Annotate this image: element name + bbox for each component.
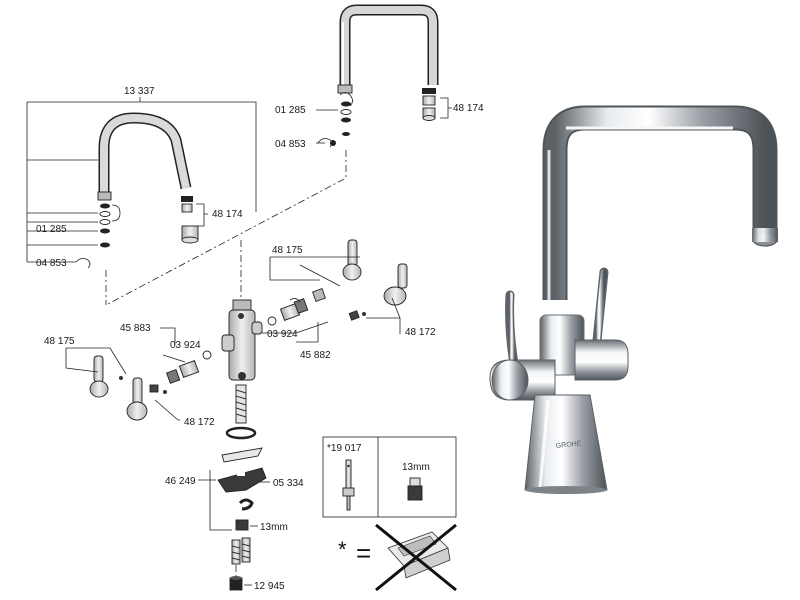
u-spout-drawing bbox=[337, 4, 439, 123]
label-48172-left: 48 172 bbox=[184, 417, 215, 428]
tool-box: *19 017 13mm bbox=[322, 436, 457, 518]
cartridge-icon bbox=[407, 477, 423, 501]
label-46249: 46 249 bbox=[165, 476, 196, 487]
label-03924-left: 03 924 bbox=[170, 340, 201, 351]
label-13337: 13 337 bbox=[124, 86, 155, 97]
label-45883: 45 883 bbox=[120, 323, 151, 334]
label-12945: 12 945 bbox=[254, 581, 285, 592]
valve-body bbox=[221, 299, 263, 440]
label-48174-top: 48 174 bbox=[453, 103, 484, 114]
mounting-hardware: 46 249 05 334 13mm 12 945 bbox=[165, 447, 304, 592]
label-45882: 45 882 bbox=[300, 350, 331, 361]
tool-size-13mm: 13mm bbox=[402, 462, 430, 473]
label-48175-left: 48 175 bbox=[44, 336, 75, 347]
label-48174-left: 48 174 bbox=[212, 209, 243, 220]
label-13mm-nut: 13mm bbox=[260, 522, 288, 533]
faucet-photo: GROHE bbox=[489, 105, 778, 494]
label-48172-right: 48 172 bbox=[405, 327, 436, 338]
left-handle-assembly: 45 883 03 924 48 175 48 172 bbox=[44, 323, 215, 428]
label-01285-left: 01 285 bbox=[36, 224, 67, 235]
tool-icon bbox=[342, 459, 355, 511]
label-03924-right: 03 924 bbox=[267, 329, 298, 340]
crossed-out-sealant-icon bbox=[375, 523, 457, 592]
label-48175-right: 48 175 bbox=[272, 245, 303, 256]
sealant-note: * = bbox=[338, 523, 457, 592]
right-handle-assembly: 48 175 48 172 03 924 45 882 bbox=[262, 239, 436, 361]
c-spout-group: 13 337 01 285 04 853 48 174 bbox=[26, 86, 257, 269]
svg-text:GROHE: GROHE bbox=[555, 440, 582, 450]
note-asterisk: * bbox=[338, 537, 347, 562]
label-04853-left: 04 853 bbox=[36, 258, 67, 269]
tool-part-number: *19 017 bbox=[327, 443, 362, 454]
note-equals: = bbox=[356, 538, 371, 568]
label-01285-top: 01 285 bbox=[275, 105, 306, 116]
label-04853-top: 04 853 bbox=[275, 139, 306, 150]
label-05334: 05 334 bbox=[273, 478, 304, 489]
